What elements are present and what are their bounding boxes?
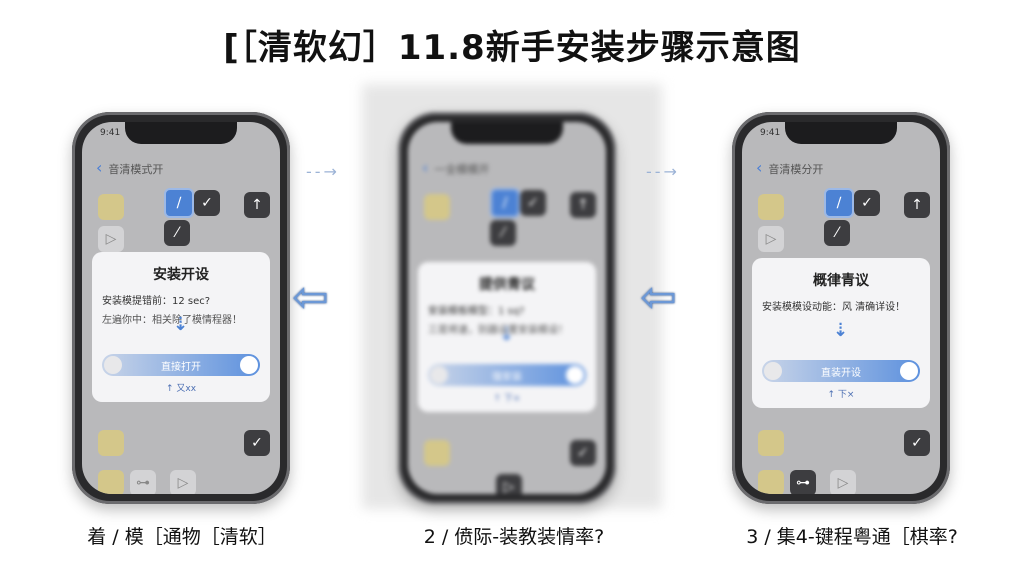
dialog-footer-link[interactable]: ↑ 下×	[493, 394, 521, 404]
dialog-footer-link[interactable]: ↑ 又xx	[165, 384, 197, 394]
caption-step-3: 3 / 集4-键程粤通［棋率?	[746, 526, 958, 548]
phone-notch	[785, 122, 897, 144]
dialog-title: 安装开设	[153, 267, 209, 283]
back-chevron-icon[interactable]: ‹	[756, 158, 763, 177]
nav-title: 音清模分开	[768, 163, 824, 176]
caption-step-2: 2 / 偾际-装教装情率?	[423, 526, 605, 548]
dialog-line-2: 三是将速，别器设置安装模设！	[428, 325, 568, 336]
arrow-up-icon[interactable]: ↑	[570, 192, 596, 218]
toggle-label: 强安装	[492, 371, 522, 383]
app-tile-icon[interactable]	[758, 194, 784, 220]
pointer-arrow-icon: ⇣	[173, 314, 189, 335]
back-chevron-icon[interactable]: ‹	[422, 158, 429, 177]
arrow-up-icon[interactable]: ↑	[244, 192, 270, 218]
dialog-line-2: 左遍你中：相关除了模情程器！	[102, 315, 242, 326]
phone-screen: 9:41 ‹ 音清模分开 ∕ ✓ ↑ ▷ ⁄ 概律青议 安装模模设动能：风 清确详…	[742, 122, 940, 494]
caption-step-1: 着 / 模［通物［清软］	[87, 526, 277, 548]
install-dialog: 安装开设 安装模提错前：12 sec? 左遍你中：相关除了模情程器！ ⇣ 直接打…	[92, 252, 270, 402]
play-icon[interactable]: ▷	[830, 470, 856, 494]
play-icon[interactable]: ▷	[496, 474, 522, 494]
check-icon[interactable]: ✓	[904, 430, 930, 456]
phone-notch	[451, 122, 563, 144]
phone-step-1: 9:41 ‹ 音清模式开 ∕ ✓ ↑ ▷ ⁄ 安装开设 安装模提错前：12 sec…	[72, 112, 290, 504]
pointer-arrow-icon: ⇣	[833, 320, 849, 341]
nav-bar: ‹ 音清模分开	[756, 158, 823, 177]
toggle-knob-off	[104, 356, 122, 374]
toggle-knob-on	[240, 356, 258, 374]
key-icon[interactable]: ⊶	[790, 470, 816, 494]
back-chevron-icon[interactable]: ‹	[96, 158, 103, 177]
pen-icon[interactable]: ∕	[164, 188, 194, 218]
toggle-knob-off	[430, 366, 448, 384]
big-arrow-left-icon: ⇦	[292, 272, 329, 323]
status-time: 9:41	[760, 128, 781, 138]
check-icon[interactable]: ✓	[570, 440, 596, 466]
toggle-label: 直接打开	[161, 361, 201, 373]
check-icon[interactable]: ✓	[520, 190, 546, 216]
key-icon[interactable]: ⊶	[130, 470, 156, 494]
nav-bar: ‹ 一全模模开	[422, 158, 489, 177]
toggle-label: 直装开设	[821, 367, 861, 379]
dashed-arrow-right-icon: --→	[306, 162, 340, 181]
play-icon[interactable]: ▷	[758, 226, 784, 252]
install-toggle[interactable]: 直装开设	[762, 360, 920, 382]
app-tile-icon[interactable]	[424, 440, 450, 466]
phone-screen: ‹ 一全模模开 ∕ ✓ ↑ ⁄ 提供青议 安装模板模型：1 sq? 三是将速，别器…	[408, 122, 606, 494]
check-icon[interactable]: ✓	[194, 190, 220, 216]
play-icon[interactable]: ▷	[98, 226, 124, 252]
ruler-icon[interactable]: ⁄	[490, 220, 516, 246]
app-tile-icon[interactable]	[758, 470, 784, 494]
nav-bar: ‹ 音清模式开	[96, 158, 163, 177]
dialog-title: 提供青议	[479, 277, 535, 293]
toggle-knob-off	[764, 362, 782, 380]
dialog-footer-link[interactable]: ↑ 下×	[827, 390, 855, 400]
ruler-icon[interactable]: ⁄	[164, 220, 190, 246]
nav-title: 音清模式开	[108, 163, 164, 176]
toggle-knob-on	[900, 362, 918, 380]
big-arrow-left-icon: ⇦	[640, 272, 677, 323]
phone-step-2: ‹ 一全模模开 ∕ ✓ ↑ ⁄ 提供青议 安装模板模型：1 sq? 三是将速，别器…	[398, 112, 616, 504]
phone-step-3: 9:41 ‹ 音清模分开 ∕ ✓ ↑ ▷ ⁄ 概律青议 安装模模设动能：风 清确详…	[732, 112, 950, 504]
app-tile-icon[interactable]	[758, 430, 784, 456]
phone-notch	[125, 122, 237, 144]
app-tile-icon[interactable]	[98, 194, 124, 220]
pointer-arrow-icon: ⇣	[499, 324, 515, 345]
play-icon[interactable]: ▷	[170, 470, 196, 494]
install-toggle[interactable]: 直接打开	[102, 354, 260, 376]
toggle-knob-on	[566, 366, 584, 384]
check-icon[interactable]: ✓	[244, 430, 270, 456]
status-time: 9:41	[100, 128, 121, 138]
arrow-up-icon[interactable]: ↑	[904, 192, 930, 218]
dialog-title: 概律青议	[813, 273, 869, 289]
page-title: [［清软幻］11.8新手安装步骤示意图	[223, 28, 801, 68]
app-tile-icon[interactable]	[98, 470, 124, 494]
nav-title: 一全模模开	[434, 163, 490, 176]
ruler-icon[interactable]: ⁄	[824, 220, 850, 246]
install-toggle[interactable]: 强安装	[428, 364, 586, 386]
phone-screen: 9:41 ‹ 音清模式开 ∕ ✓ ↑ ▷ ⁄ 安装开设 安装模提错前：12 sec…	[82, 122, 280, 494]
install-dialog: 提供青议 安装模板模型：1 sq? 三是将速，别器设置安装模设！ ⇣ 强安装 ↑…	[418, 262, 596, 412]
pen-icon[interactable]: ∕	[490, 188, 520, 218]
dialog-line-1: 安装模板模型：1 sq?	[428, 306, 525, 317]
check-icon[interactable]: ✓	[854, 190, 880, 216]
dialog-line-1: 安装模模设动能：风 清确详设！	[762, 302, 906, 313]
dashed-arrow-right-icon: --→	[646, 162, 680, 181]
app-tile-icon[interactable]	[424, 194, 450, 220]
pen-icon[interactable]: ∕	[824, 188, 854, 218]
app-tile-icon[interactable]	[98, 430, 124, 456]
install-dialog: 概律青议 安装模模设动能：风 清确详设！ ⇣ 直装开设 ↑ 下×	[752, 258, 930, 408]
dialog-line-1: 安装模提错前：12 sec?	[102, 296, 211, 307]
